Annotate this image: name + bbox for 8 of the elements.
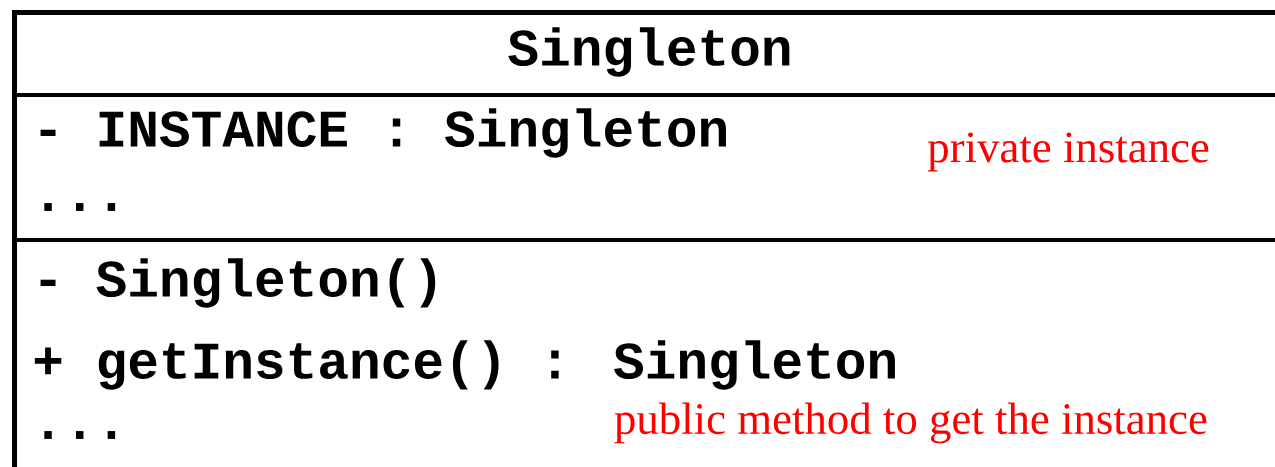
annotation: private instance xyxy=(927,132,1209,172)
member-text: - INSTANCE : Singleton xyxy=(40,108,726,158)
member-text: ... xyxy=(44,431,116,439)
annotation: public method to get the instance xyxy=(614,402,1207,444)
member-text: ... xyxy=(44,203,116,211)
class-name: Singleton xyxy=(508,27,790,77)
member-text: - Singleton() xyxy=(40,258,436,308)
member-text: + getInstance() : Singleton xyxy=(34,340,895,390)
